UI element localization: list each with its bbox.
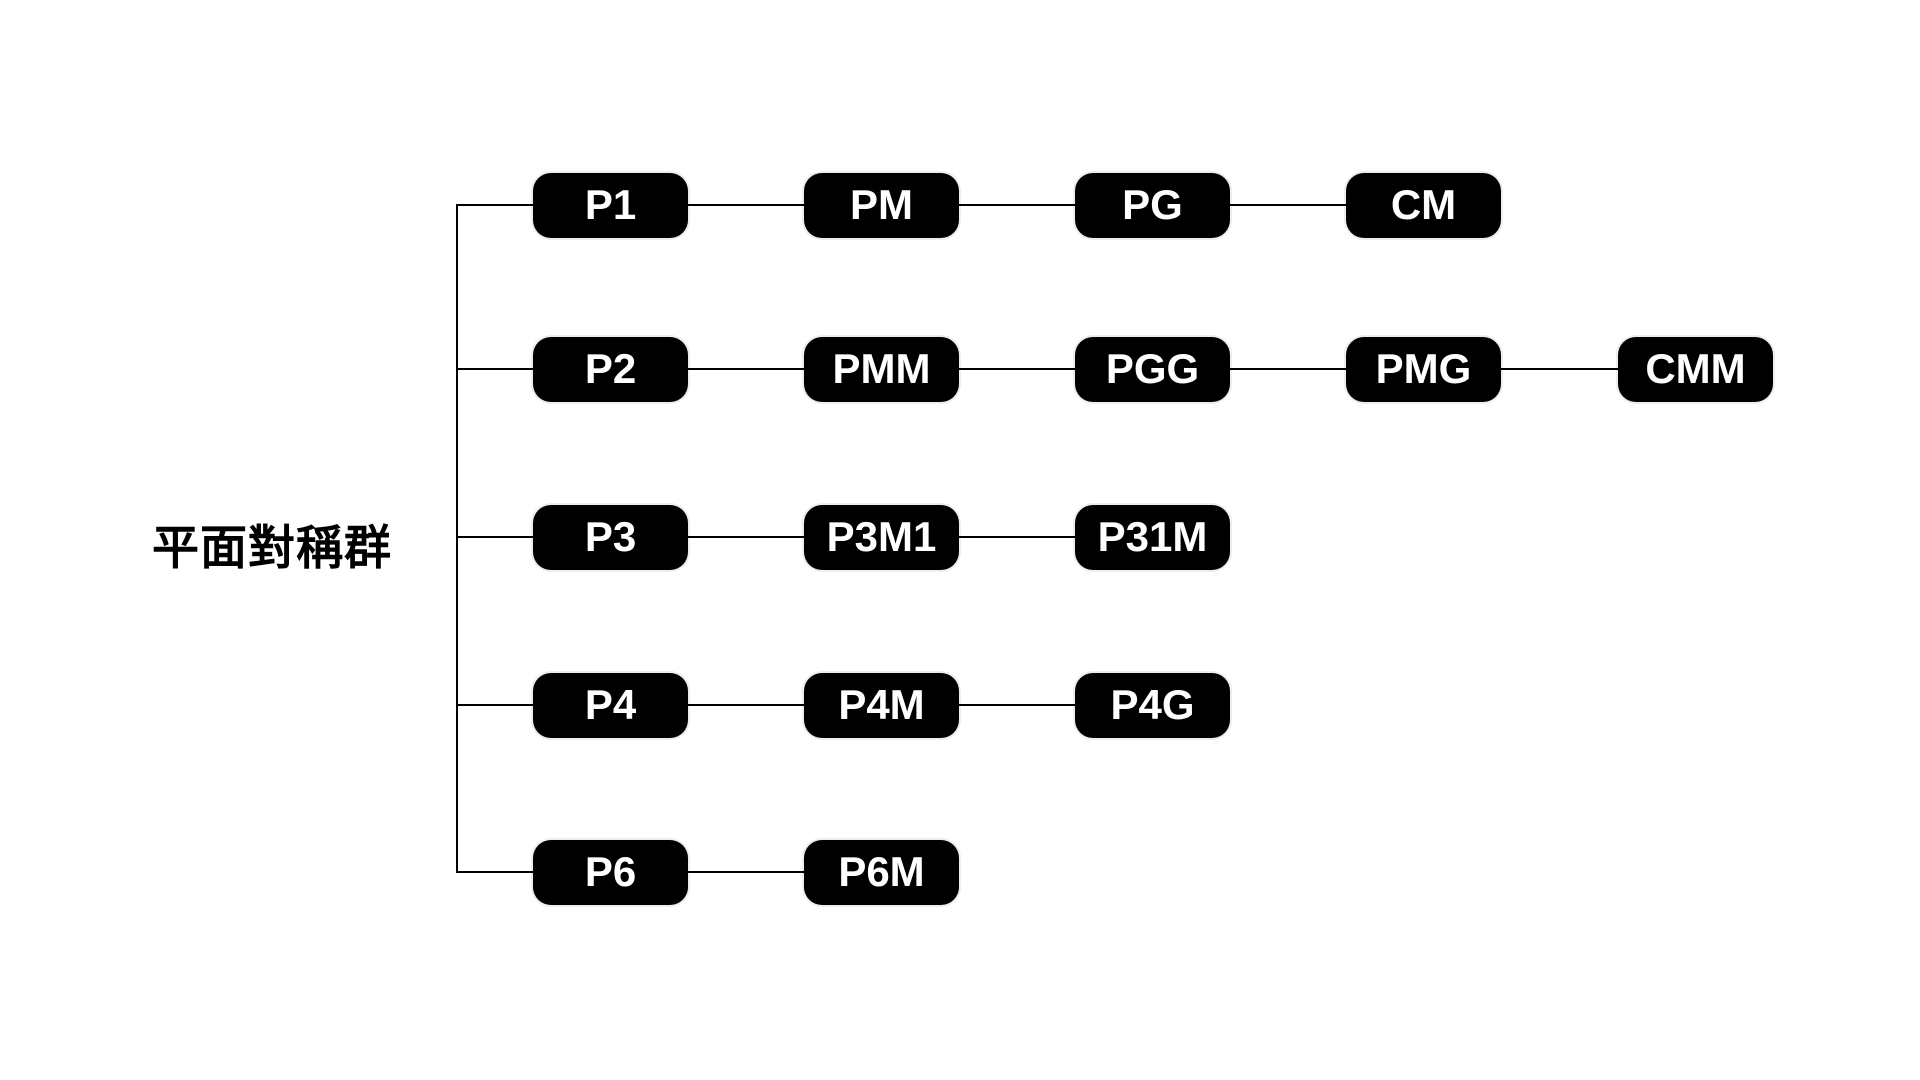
connector-line (688, 871, 804, 873)
diagram-title: 平面對稱群 (152, 521, 392, 574)
connector-line (457, 368, 533, 370)
connector-line (457, 204, 533, 206)
node-pm[interactable]: PM (804, 172, 959, 238)
connector-line (457, 704, 533, 706)
node-p2[interactable]: P2 (533, 336, 688, 402)
connector-line (457, 536, 533, 538)
connector-line (688, 368, 804, 370)
node-pmm[interactable]: PMM (804, 336, 959, 402)
node-p3[interactable]: P3 (533, 504, 688, 570)
connector-line (688, 704, 804, 706)
connector-line (457, 871, 533, 873)
node-p4g[interactable]: P4G (1075, 672, 1230, 738)
connector-line (1501, 368, 1618, 370)
node-p6[interactable]: P6 (533, 839, 688, 905)
node-p6m[interactable]: P6M (804, 839, 959, 905)
connector-line (1230, 204, 1346, 206)
node-p4m[interactable]: P4M (804, 672, 959, 738)
node-pg[interactable]: PG (1075, 172, 1230, 238)
connector-line (688, 204, 804, 206)
connector-line (959, 368, 1075, 370)
connector-line (688, 536, 804, 538)
node-p3m1[interactable]: P3M1 (804, 504, 959, 570)
connector-line (959, 536, 1075, 538)
node-p4[interactable]: P4 (533, 672, 688, 738)
node-cmm[interactable]: CMM (1618, 336, 1773, 402)
node-pgg[interactable]: PGG (1075, 336, 1230, 402)
trunk-line (456, 204, 458, 873)
node-p1[interactable]: P1 (533, 172, 688, 238)
connector-line (1230, 368, 1346, 370)
node-pmg[interactable]: PMG (1346, 336, 1501, 402)
node-p31m[interactable]: P31M (1075, 504, 1230, 570)
connector-line (959, 204, 1075, 206)
node-cm[interactable]: CM (1346, 172, 1501, 238)
connector-line (959, 704, 1075, 706)
